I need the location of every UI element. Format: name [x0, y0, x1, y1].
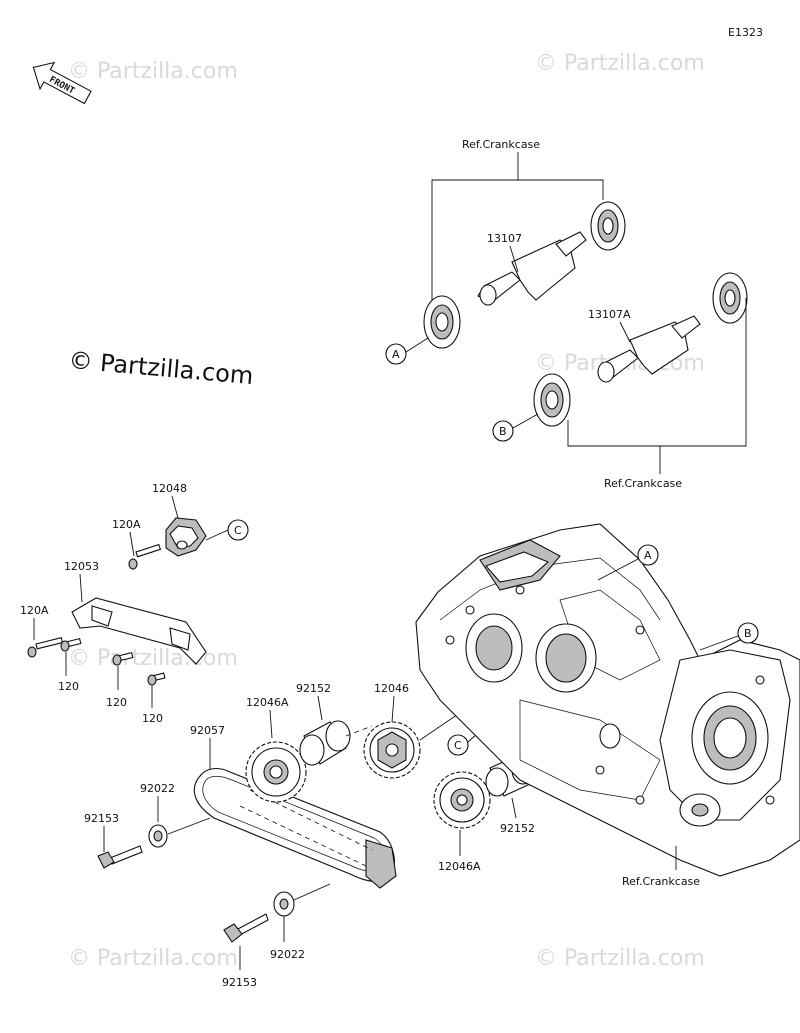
part-label-12046: 12046: [374, 682, 409, 695]
ref-line-bottom-left: [567, 420, 660, 447]
bolt-120a-left: [27, 637, 64, 658]
ref-crankcase-label-top: Ref.Crankcase: [462, 138, 540, 151]
balancer-shaft-13107: [477, 231, 587, 306]
diagram-code: E1323: [728, 26, 763, 39]
callout-c-text-top: C: [234, 524, 242, 537]
bearing-a: [423, 295, 461, 349]
cam-chain-92057: [193, 767, 397, 889]
part-label-120a-left: 120A: [20, 604, 49, 617]
callout-a-text: A: [392, 348, 400, 361]
part-label-92153-bottom: 92153: [222, 976, 257, 989]
chain-guide-12053: [71, 597, 207, 665]
leader-92152-bottom: [511, 797, 517, 819]
sprocket-12046: [363, 721, 421, 779]
bolt-92153-top: [97, 845, 143, 869]
bolt-120-a: [60, 637, 82, 652]
part-label-92057: 92057: [190, 724, 225, 737]
callout-b-circle: [492, 420, 514, 442]
bolt-92153-bottom: [223, 913, 269, 943]
leader-13107a: [619, 321, 631, 343]
callout-c-circle-top: [227, 519, 249, 541]
part-label-12048: 12048: [152, 482, 187, 495]
sprocket-12046a-bottom: [433, 771, 491, 829]
ref-line-bottom-right: [659, 298, 747, 474]
part-label-92152-top: 92152: [296, 682, 331, 695]
watermark-main: © Partzilla.com: [67, 346, 254, 390]
part-label-92153-top: 92153: [84, 812, 119, 825]
leader-120a-top: [129, 531, 135, 557]
watermark-mid-left: © Partzilla.com: [68, 646, 238, 671]
dash-collar-sprocket: [345, 725, 373, 737]
bolt-120-c: [147, 672, 166, 686]
callout-c-circle-bottom: [447, 734, 469, 756]
washer-bottom-to-chain: [293, 883, 331, 901]
leader-12046: [391, 695, 395, 723]
washer-top-to-sprocket: [167, 817, 211, 835]
leader-12046a-top: [269, 709, 273, 739]
part-label-13107: 13107: [487, 232, 522, 245]
callout-a-leader: [405, 337, 429, 353]
callout-b-circle-crank: [737, 622, 759, 644]
ref-line-top-right: [518, 179, 604, 200]
part-label-92022-bottom: 92022: [270, 948, 305, 961]
leader-92152-top: [317, 695, 323, 721]
ref-crankcase-label-mid: Ref.Crankcase: [604, 477, 682, 490]
watermark-top-left: © Partzilla.com: [68, 59, 238, 84]
part-label-120-b: 120: [106, 696, 127, 709]
sprocket-12046a-top: [245, 741, 307, 803]
collar-92152-top: [299, 720, 351, 766]
callout-b-text-crank: B: [744, 627, 752, 640]
part-label-12053: 12053: [64, 560, 99, 573]
part-label-13107a: 13107A: [588, 308, 631, 321]
callout-a-leader-crank: [597, 557, 641, 581]
callout-c-text-bottom: C: [454, 739, 462, 752]
chain-tensioner-12048: [165, 517, 207, 557]
washer-92022-top: [148, 824, 168, 848]
part-label-92022-top: 92022: [140, 782, 175, 795]
bolt-120a-top: [128, 543, 162, 570]
crankcase: [415, 523, 800, 877]
leader-12048: [171, 495, 179, 519]
callout-a-circle: [385, 343, 407, 365]
bearing-b: [533, 373, 571, 427]
washer-92022-bottom: [273, 891, 295, 917]
part-label-120-c: 120: [142, 712, 163, 725]
part-label-92152-bottom: 92152: [500, 822, 535, 835]
part-label-12046a-top: 12046A: [246, 696, 289, 709]
callout-b-leader-crank: [699, 635, 739, 651]
watermark-top-right: © Partzilla.com: [535, 51, 705, 76]
balancer-shaft-13107a: [597, 315, 701, 383]
callout-a-text-crank: A: [644, 549, 652, 562]
bolt-120-b: [112, 651, 134, 666]
callout-c-leader-top: [205, 529, 229, 541]
bearing-top: [590, 201, 626, 251]
callout-a-circle-crank: [637, 544, 659, 566]
watermark-bottom-right: © Partzilla.com: [535, 946, 705, 971]
part-label-120a-top: 120A: [112, 518, 141, 531]
leader-13107: [509, 245, 519, 273]
callout-b-text: B: [499, 425, 507, 438]
leader-12053: [79, 573, 83, 603]
ref-line-top-left: [431, 152, 519, 300]
part-label-120-a: 120: [58, 680, 79, 693]
bearing-right: [712, 272, 748, 324]
ref-crankcase-label-bottom: Ref.Crankcase: [622, 875, 700, 888]
part-label-12046a-bottom: 12046A: [438, 860, 481, 873]
callout-b-leader: [512, 413, 539, 429]
watermark-bottom-left: © Partzilla.com: [68, 946, 238, 971]
